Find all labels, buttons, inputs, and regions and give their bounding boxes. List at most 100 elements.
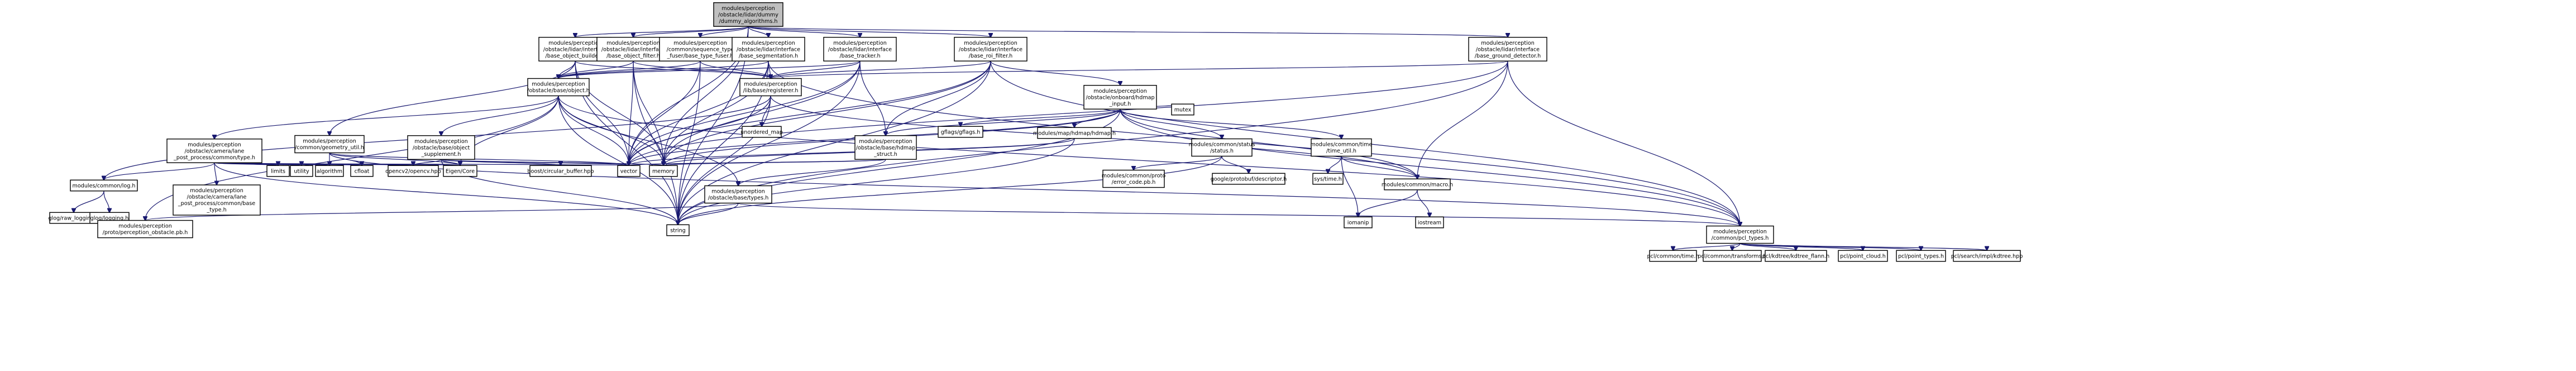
node-status[interactable]: modules/common/status/status.h (1189, 138, 1255, 157)
node-box-utility (290, 165, 313, 177)
node-label-line: modules/perception (711, 189, 765, 195)
node-label-line: /obstacle/base/object (413, 145, 470, 151)
node-box-mutex (1171, 103, 1194, 116)
node-roi_filter[interactable]: modules/perception/obstacle/lidar/interf… (954, 37, 1027, 61)
node-label-line: modules/common/status (1189, 142, 1255, 148)
edge-hdmap_struct-to-memory (663, 159, 886, 165)
node-pcl_types[interactable]: modules/perception/common/pcl_types.h (1706, 225, 1774, 244)
node-obj_filter[interactable]: modules/perception/obstacle/lidar/interf… (596, 37, 670, 61)
node-box-tracker (823, 37, 897, 61)
node-geometry_util[interactable]: modules/perception/common/geometry_util.… (294, 135, 365, 154)
node-label-line: _fuser/base_type_fuser.h (667, 53, 734, 59)
node-memory[interactable]: memory (649, 165, 678, 177)
node-label-line: _post_process/common/type.h (173, 155, 255, 161)
node-label-line: modules/perception (414, 139, 468, 145)
node-macro[interactable]: modules/common/macro.h (1382, 178, 1453, 191)
node-label-line: /obstacle/base/hdmap (856, 145, 916, 151)
node-box-base_type (173, 184, 261, 216)
node-label-line: _supplement.h (421, 151, 461, 158)
edge-roi_filter-to-hdmap_input (990, 60, 1120, 85)
node-label-line: string (670, 227, 686, 234)
node-box-hdmap_input (1083, 85, 1157, 110)
edge-segmentation-to-pcl_types (768, 61, 1740, 226)
node-hdmap_struct[interactable]: modules/perception/obstacle/base/hdmap_s… (854, 135, 917, 160)
node-box-error_code (1102, 169, 1165, 188)
node-kdtree_hpp[interactable]: pcl/search/impl/kdtree.hpp (1951, 250, 2023, 262)
node-type_fuser[interactable]: modules/perception/common/sequence_type_… (659, 37, 742, 61)
node-hdmap_h[interactable]: modules/map/hdmap/hdmap.h (1033, 127, 1116, 139)
node-limits[interactable]: limits (266, 165, 290, 177)
node-object_supplement[interactable]: modules/perception/obstacle/base/object_… (407, 135, 475, 160)
edge-segmentation-to-base_object (558, 60, 769, 78)
node-log_h[interactable]: modules/common/log.h (70, 179, 138, 192)
node-registerer[interactable]: modules/perception/lib/base/registerer.h (739, 78, 802, 97)
edge-registerer-to-string (678, 96, 771, 225)
node-label-line: /base_roi_filter.h (969, 53, 1013, 59)
node-string[interactable]: string (666, 224, 690, 236)
node-eigen[interactable]: Eigen/Core (443, 165, 477, 177)
node-label-line: pcl/point_types.h (1898, 253, 1944, 259)
edge-pcl_types-to-kdtree_hpp (1739, 242, 1987, 251)
edge-roi_filter-to-string (678, 61, 991, 225)
node-obstacle_types[interactable]: modules/perception/obstacle/base/types.h (704, 185, 772, 204)
node-layer: modules/perception/obstacle/lidar/dummy/… (48, 2, 2023, 262)
node-ground_detector[interactable]: modules/perception/obstacle/lidar/interf… (1468, 37, 1547, 61)
edge-hdmap_input-to-time_util (1120, 108, 1341, 139)
node-label-line: mutex (1174, 107, 1192, 113)
node-label-line: _struct.h (873, 151, 897, 158)
node-sys_time[interactable]: sys/time.h (1312, 173, 1344, 185)
node-error_code[interactable]: modules/common/proto/error_code.pb.h (1102, 169, 1166, 188)
node-base_type[interactable]: modules/perception/obstacle/camera/lane_… (173, 184, 261, 216)
node-cfloat[interactable]: cfloat (350, 165, 374, 177)
node-hdmap_input[interactable]: modules/perception/obstacle/onboard/hdma… (1083, 85, 1157, 110)
node-box-base_object (527, 78, 590, 97)
node-box-memory (649, 165, 678, 177)
node-label-line: opencv2/opencv.hpp (385, 168, 441, 174)
node-label-line: Eigen/Core (446, 168, 475, 174)
node-obstacle_pb[interactable]: modules/perception/proto/perception_obst… (97, 220, 193, 239)
node-pcl_time[interactable]: pcl/common/time.h (1647, 250, 1699, 262)
edge-base_object-to-obstacle_pb (145, 96, 559, 221)
edge-root-to-tracker (748, 26, 860, 37)
node-box-roi_filter (954, 37, 1027, 61)
edge-macro-to-iostream (1417, 189, 1430, 217)
node-label-line: google/protobuf/descriptor.h (1211, 176, 1287, 182)
node-gflags[interactable]: gflags/gflags.h (938, 126, 983, 138)
edge-common_type-to-log_h (104, 162, 215, 180)
edge-roi_filter-to-registerer (771, 60, 991, 78)
edge-roi_filter-to-memory (663, 61, 991, 165)
node-kdtree_flann[interactable]: pcl/kdtree/kdtree_flann.h (1762, 250, 1829, 262)
node-tracker[interactable]: modules/perception/obstacle/lidar/interf… (823, 37, 897, 61)
node-vector[interactable]: vector (617, 165, 641, 177)
node-unordered_map[interactable]: unordered_map (740, 126, 783, 138)
node-base_object[interactable]: modules/perception/obstacle/base/object.… (527, 78, 590, 97)
edge-hdmap_input-to-pcl_types (1120, 109, 1740, 226)
node-algorithm[interactable]: algorithm (315, 165, 344, 177)
edge-type_fuser-to-registerer (700, 60, 771, 78)
node-time_util[interactable]: modules/common/time/time_util.h (1311, 138, 1373, 157)
node-label-line: /time_util.h (1326, 148, 1356, 154)
node-iostream[interactable]: iostream (1415, 216, 1444, 229)
node-point_types[interactable]: pcl/point_types.h (1896, 250, 1946, 262)
edge-base_object-to-vector (558, 96, 629, 166)
node-utility[interactable]: utility (290, 165, 313, 177)
node-descriptor[interactable]: google/protobuf/descriptor.h (1211, 173, 1287, 185)
edge-tracker-to-string (678, 61, 861, 225)
node-mutex[interactable]: mutex (1171, 103, 1194, 116)
node-label-line: /common/sequence_type (667, 46, 734, 53)
node-opencv2[interactable]: opencv2/opencv.hpp (385, 165, 441, 177)
edge-obj_builder-to-geometry_util (329, 61, 576, 135)
node-circular_buffer[interactable]: boost/circular_buffer.hpp (527, 165, 594, 177)
node-segmentation[interactable]: modules/perception/obstacle/lidar/interf… (732, 37, 805, 61)
node-iomanip[interactable]: iomanip (1344, 216, 1373, 229)
node-point_cloud[interactable]: pcl/point_cloud.h (1838, 250, 1888, 262)
node-pcl_transforms[interactable]: pcl/common/transforms.h (1698, 250, 1767, 262)
edge-tracker-to-vector (629, 61, 861, 165)
node-common_type[interactable]: modules/perception/obstacle/camera/lane_… (166, 139, 262, 163)
node-label-line: modules/map/hdmap/hdmap.h (1033, 130, 1116, 136)
edge-object_supplement-to-opencv2 (413, 159, 442, 165)
edge-log_h-to-raw_logging (74, 191, 104, 213)
node-label-line: pcl/search/impl/kdtree.hpp (1951, 253, 2023, 259)
node-box-pcl_transforms (1703, 250, 1762, 262)
edge-common_type-to-eigen (214, 163, 460, 165)
